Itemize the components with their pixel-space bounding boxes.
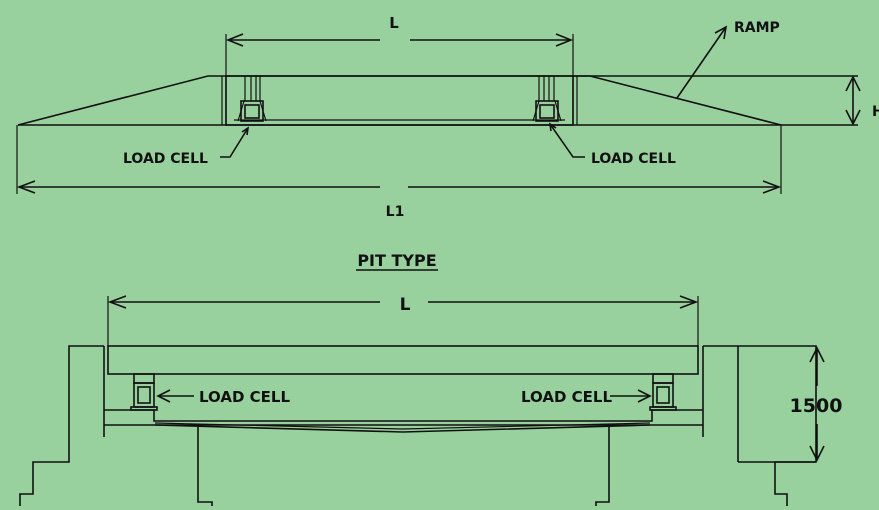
platform-deck-top xyxy=(221,75,858,126)
section-title-pit-type: PIT TYPE xyxy=(357,251,436,270)
right-ramp xyxy=(573,75,782,126)
platform-deck-pit xyxy=(107,345,699,375)
load-cell-left-pit xyxy=(130,373,158,411)
dimension-1500 xyxy=(809,346,825,462)
label-load-cell-left-pit: LOAD CELL xyxy=(199,388,290,406)
pit-wall-right xyxy=(702,345,817,506)
label-l1: L1 xyxy=(386,204,405,220)
dimension-l-pit xyxy=(107,295,699,346)
label-l-top: L xyxy=(389,14,399,32)
left-ramp xyxy=(17,75,226,126)
leader-load-cell-right-top xyxy=(548,122,585,158)
leader-ramp xyxy=(676,25,728,99)
label-load-cell-left-top: LOAD CELL xyxy=(123,151,208,167)
pit-foundation xyxy=(104,409,703,506)
surface-type-drawing: L xyxy=(16,14,879,220)
leader-load-cell-left-pit xyxy=(156,389,194,403)
label-load-cell-right-pit: LOAD CELL xyxy=(521,388,612,406)
dimension-h xyxy=(845,75,861,126)
pit-wall-left xyxy=(19,345,105,506)
label-l-pit: L xyxy=(400,295,411,315)
label-ramp: RAMP xyxy=(734,20,780,36)
label-h: H xyxy=(872,104,879,120)
dimension-l-top xyxy=(225,33,574,125)
dimension-l1 xyxy=(16,125,782,194)
leader-load-cell-left-top xyxy=(220,126,250,158)
label-depth-1500: 1500 xyxy=(790,395,843,417)
load-cell-left-top xyxy=(237,76,267,122)
load-cell-right-top xyxy=(532,76,562,122)
load-cell-right-pit xyxy=(649,373,677,411)
pit-type-drawing: L xyxy=(19,295,843,506)
leader-load-cell-right-pit xyxy=(610,389,652,403)
label-load-cell-right-top: LOAD CELL xyxy=(591,151,676,167)
